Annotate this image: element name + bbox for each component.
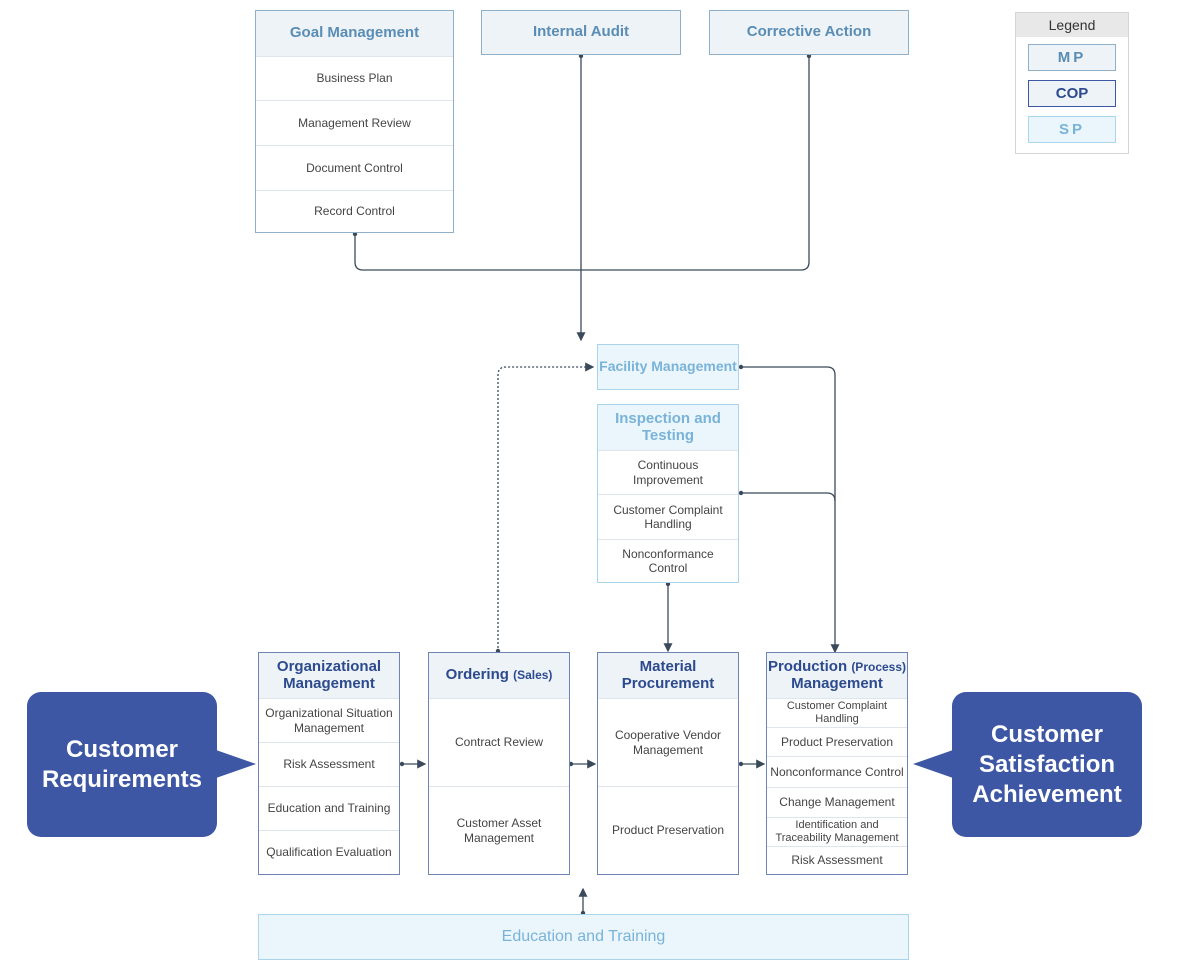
legend-title: Legend [1016, 13, 1128, 37]
list-item: Continuous Improvement [598, 450, 738, 494]
list-item: Organizational Situation Management [259, 698, 399, 742]
production-title-part1: Production [767, 658, 848, 675]
customer-requirements-pointer [216, 750, 256, 778]
list-item: Contract Review [429, 698, 569, 786]
production-management-box: Production (Process) Management Customer… [766, 652, 908, 875]
list-item: Customer Complaint Handling [598, 494, 738, 539]
list-item: Education and Training [259, 786, 399, 830]
education-training-bar-title: Education and Training [259, 915, 908, 959]
ordering-box: Ordering (Sales) Contract Review Custome… [428, 652, 570, 875]
ordering-title-sub: (Sales) [513, 667, 553, 682]
internal-audit-box: Internal Audit [481, 10, 681, 55]
production-title-line1: Production (Process) [767, 658, 907, 676]
facility-management-box: Facility Management [597, 344, 739, 390]
list-item: Qualification Evaluation [259, 830, 399, 874]
list-item: Customer Asset Management [429, 786, 569, 874]
list-item: Cooperative Vendor Management [598, 698, 738, 786]
legend-swatch-sp: SP [1028, 116, 1116, 143]
inspection-testing-title: Inspection and Testing [598, 405, 738, 450]
list-item: Management Review [256, 100, 453, 145]
customer-satisfaction-callout: Customer Satisfaction Achievement [952, 692, 1142, 837]
production-title-sub: (Process) [851, 660, 907, 674]
list-item: Product Preservation [767, 727, 907, 756]
customer-requirements-text: Customer Requirements [41, 735, 203, 793]
ordering-title-main: Ordering [445, 666, 509, 684]
list-item: Nonconformance Control [767, 756, 907, 787]
legend-swatch-cop: COP [1028, 80, 1116, 107]
ordering-title: Ordering (Sales) [429, 653, 569, 698]
inspection-testing-box: Inspection and Testing Continuous Improv… [597, 404, 739, 583]
list-item: Risk Assessment [767, 846, 907, 873]
corrective-action-box: Corrective Action [709, 10, 909, 55]
education-training-bar: Education and Training [258, 914, 909, 960]
list-item: Customer Complaint Handling [767, 698, 907, 727]
production-title-part2: Management [791, 674, 883, 692]
organizational-management-box: Organizational Management Organizational… [258, 652, 400, 875]
list-item: Change Management [767, 787, 907, 817]
goal-management-title: Goal Management [256, 11, 453, 56]
corrective-action-title: Corrective Action [710, 11, 908, 54]
material-procurement-box: Material Procurement Cooperative Vendor … [597, 652, 739, 875]
connector-ordering-to-facility [497, 362, 595, 652]
connector-inspection-to-production [741, 492, 836, 502]
internal-audit-title: Internal Audit [482, 11, 680, 54]
organizational-management-title: Organizational Management [259, 653, 399, 698]
connector-goal-to-corrective [354, 55, 810, 271]
list-item: Identification and Traceability Manageme… [767, 817, 907, 846]
production-management-title: Production (Process) Management [767, 653, 907, 698]
list-item: Nonconformance Control [598, 539, 738, 582]
list-item: Risk Assessment [259, 742, 399, 786]
list-item: Product Preservation [598, 786, 738, 874]
customer-satisfaction-text: Customer Satisfaction Achievement [972, 720, 1122, 808]
list-item: Record Control [256, 190, 453, 232]
list-item: Document Control [256, 145, 453, 190]
goal-management-box: Goal Management Business Plan Management… [255, 10, 454, 233]
connector-facility-to-production [739, 366, 840, 654]
legend: Legend MP COP SP [1015, 12, 1129, 154]
facility-management-title: Facility Management [598, 345, 738, 389]
material-procurement-title: Material Procurement [598, 653, 738, 698]
customer-satisfaction-pointer [913, 750, 953, 778]
customer-requirements-callout: Customer Requirements [27, 692, 217, 837]
list-item: Business Plan [256, 56, 453, 100]
legend-swatch-mp: MP [1028, 44, 1116, 71]
